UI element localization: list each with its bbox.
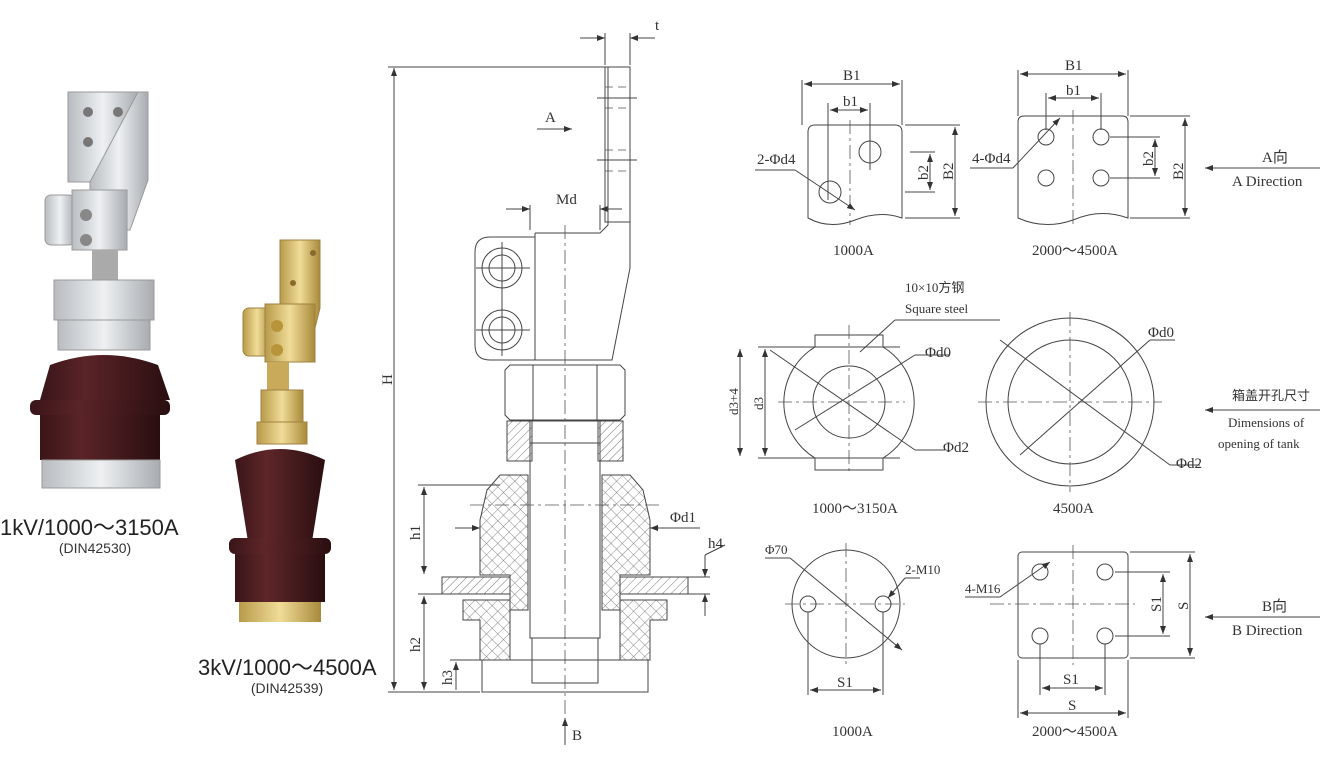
tank-opening-en-2: opening of tank [1218, 436, 1300, 451]
b2000-s1-side-label: S1 [1149, 596, 1165, 612]
b1000-dia-label: Φ70 [765, 542, 788, 557]
dim-md: Md [556, 192, 577, 208]
b2000-s1-bottom-label: S1 [1063, 672, 1079, 688]
a-direction-en: A Direction [1232, 174, 1303, 190]
tank2-caption: 4500A [1053, 501, 1094, 517]
a2000-B2-label: B2 [1171, 162, 1187, 180]
dim-h: H [380, 374, 396, 385]
a2000-caption: 2000～4500A [1032, 243, 1118, 259]
a1000-small-b1-label: b1 [843, 94, 858, 110]
dim-a: A [545, 110, 556, 126]
b-direction-en: B Direction [1232, 623, 1303, 639]
b2000-caption: 2000～4500A [1032, 724, 1118, 740]
a1000-holes-label: 2-Φd4 [757, 152, 796, 168]
tank1-d2-label: Φd2 [943, 440, 969, 456]
a1000-B2-label: B2 [941, 162, 957, 180]
product-2-standard: (DIN42539) [250, 680, 324, 696]
square-steel-cn: 10×10方钢 [905, 280, 964, 295]
dim-t: t [655, 18, 660, 34]
a1000-caption: 1000A [833, 243, 874, 259]
tank2-d0-label: Φd0 [1148, 325, 1174, 341]
a2000-b2-label: b2 [1141, 151, 1157, 166]
dim-d1: Φd1 [670, 510, 696, 526]
b2000-s-side-label: S [1176, 602, 1192, 610]
dim-h1: h1 [408, 525, 424, 540]
a2000-b1-label: B1 [1065, 58, 1083, 74]
product-2-rating: 3kV/1000～4500A [198, 655, 377, 680]
dim-h3: h3 [440, 670, 456, 685]
tank-opening-en-1: Dimensions of [1228, 415, 1305, 430]
a2000-small-b1-label: b1 [1066, 83, 1081, 99]
b2000-s-bottom-label: S [1068, 698, 1076, 714]
b2000-holes-label: 4-M16 [965, 581, 1001, 596]
dim-b: B [572, 728, 582, 744]
product-1-rating: 1kV/1000～3150A [0, 515, 179, 540]
dim-h2: h2 [408, 637, 424, 652]
tank1-d3p4-label: d3+4 [726, 388, 741, 415]
b1000-holes-label: 2-M10 [905, 562, 940, 577]
product-photo-brass [225, 238, 335, 623]
a1000-b2-label: b2 [916, 165, 932, 180]
b1000-caption: 1000A [832, 724, 873, 740]
b-direction-cn: B向 [1262, 598, 1287, 615]
tank-opening-cn: 箱盖开孔尺寸 [1232, 388, 1310, 403]
tank1-d0-label: Φd0 [925, 345, 951, 361]
a1000-b1-label: B1 [843, 68, 861, 84]
product-photo-silver [30, 90, 170, 490]
tank2-d2-label: Φd2 [1176, 456, 1202, 472]
b1000-s1-label: S1 [837, 675, 853, 691]
square-steel-en: Square steel [905, 301, 969, 316]
product-1-standard: (DIN42530) [58, 540, 132, 556]
a2000-holes-label: 4-Φd4 [972, 151, 1011, 167]
tank1-caption: 1000～3150A [812, 501, 898, 517]
tank1-d3-label: d3 [751, 397, 766, 410]
a-direction-cn: A向 [1262, 149, 1288, 166]
dim-h4: h4 [708, 536, 724, 552]
